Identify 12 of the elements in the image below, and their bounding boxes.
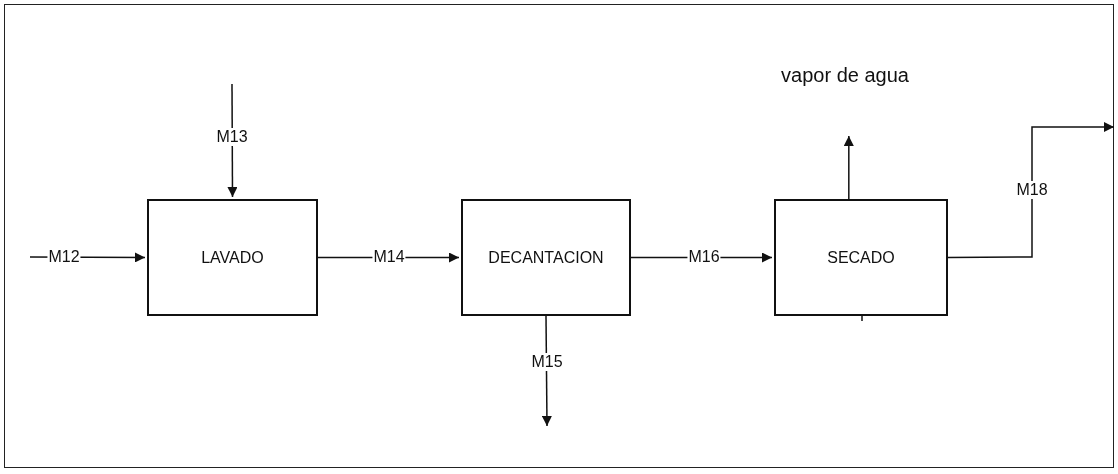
edge-label: M15 bbox=[530, 353, 564, 371]
process-label: DECANTACION bbox=[488, 248, 604, 267]
process-label: LAVADO bbox=[201, 248, 264, 267]
stream-label: vapor de agua bbox=[781, 63, 909, 87]
process-label: SECADO bbox=[827, 248, 895, 267]
process-box bbox=[774, 199, 948, 316]
edge-label: M18 bbox=[1015, 181, 1049, 199]
process-box bbox=[461, 199, 631, 316]
edge-label: M13 bbox=[215, 128, 249, 146]
process-box bbox=[147, 199, 318, 316]
flow-arrow bbox=[947, 122, 1115, 259]
flow-arrow bbox=[843, 135, 854, 200]
